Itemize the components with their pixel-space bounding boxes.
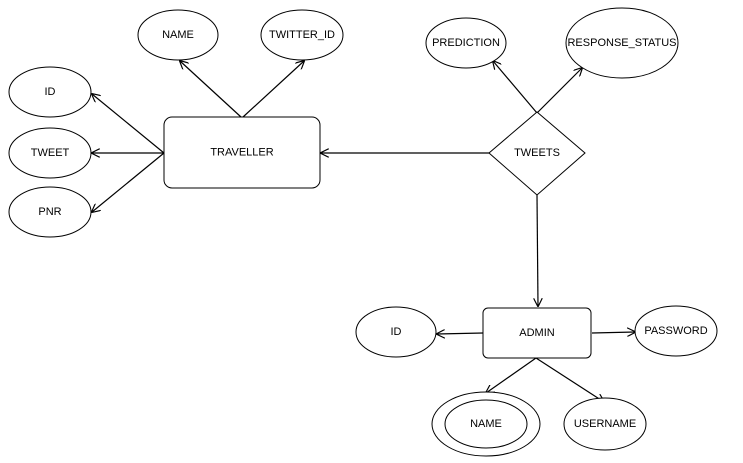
attribute-admin-password[interactable]: PASSWORD <box>634 305 718 357</box>
attribute-label: TWEET <box>31 147 70 159</box>
attribute-admin-name[interactable]: NAME <box>431 391 541 457</box>
edge-admin-name <box>486 357 537 393</box>
attribute-traveller-tweet[interactable]: TWEET <box>8 127 92 179</box>
edge-tweets-prediction <box>493 61 538 114</box>
attribute-label: NAME <box>470 418 502 430</box>
relationship-tweets[interactable]: TWEETS <box>488 111 586 196</box>
attribute-tweets-response-status[interactable]: RESPONSE_STATUS <box>565 7 679 79</box>
entity-admin[interactable]: ADMIN <box>482 307 592 359</box>
edge-tweets-response-status <box>536 68 582 114</box>
attribute-label: PASSWORD <box>644 325 707 337</box>
attribute-admin-id[interactable]: ID <box>355 306 437 358</box>
attribute-label: TWITTER_ID <box>269 29 335 41</box>
edge-traveller-pnr <box>92 152 165 212</box>
attribute-label: ID <box>45 86 56 98</box>
attribute-label: ID <box>391 326 402 338</box>
edge-admin-id <box>437 333 484 334</box>
edge-admin-username <box>535 357 604 402</box>
attribute-label: RESPONSE_STATUS <box>567 37 676 49</box>
attribute-label: PREDICTION <box>432 37 500 49</box>
relationship-tweets-label: TWEETS <box>514 147 560 159</box>
attribute-label: PNR <box>38 206 61 218</box>
attribute-traveller-twitter-id[interactable]: TWITTER_ID <box>260 9 344 61</box>
attribute-label: USERNAME <box>574 418 636 430</box>
edge-traveller-name <box>180 61 242 118</box>
edge-tweets-admin <box>537 194 538 306</box>
attribute-traveller-name[interactable]: NAME <box>137 9 219 61</box>
edge-admin-password <box>591 332 635 333</box>
attribute-admin-username[interactable]: USERNAME <box>563 397 647 451</box>
attribute-tweets-prediction[interactable]: PREDICTION <box>425 17 507 69</box>
entity-admin-label: ADMIN <box>519 327 555 339</box>
attribute-traveller-id[interactable]: ID <box>8 66 92 118</box>
entity-traveller[interactable]: TRAVELLER <box>163 116 321 189</box>
attribute-label: NAME <box>162 29 194 41</box>
edge-traveller-id <box>92 94 165 154</box>
edge-traveller-twitter-id <box>242 61 304 118</box>
edges <box>92 61 635 402</box>
entity-traveller-label: TRAVELLER <box>210 146 273 158</box>
attribute-traveller-pnr[interactable]: PNR <box>8 186 92 238</box>
